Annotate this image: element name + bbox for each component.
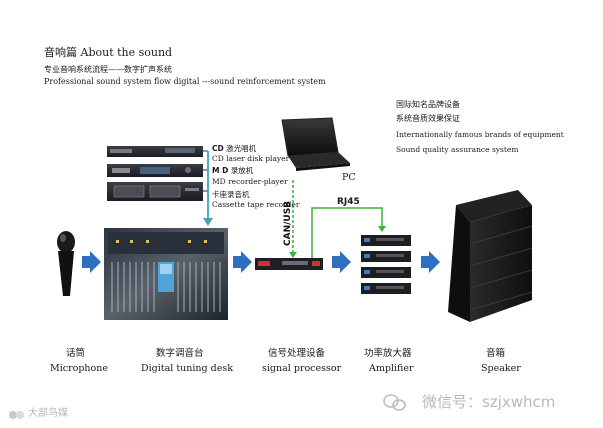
chain-desk-cn: 数字调音台 bbox=[156, 348, 204, 359]
arrow-processor-to-amp bbox=[332, 251, 351, 273]
right-watermark: 微信号：szjxwhcm bbox=[422, 395, 555, 410]
source-cd-en: CD laser disk player bbox=[212, 154, 290, 163]
md-recorder-unit bbox=[107, 164, 203, 177]
arrow-mic-to-desk bbox=[82, 251, 101, 273]
source-cassette-cn: 卡座录音机 bbox=[212, 190, 250, 199]
source-md-cn: 录放机 bbox=[230, 166, 254, 175]
brand-note-cn-2: 系统音质效果保证 bbox=[396, 114, 460, 123]
chain-speaker-en: Speaker bbox=[481, 363, 521, 374]
chain-processor-cn: 信号处理设备 bbox=[268, 348, 326, 359]
arrow-amp-to-speaker bbox=[421, 251, 440, 273]
can-usb-label: CAN/USB bbox=[283, 200, 293, 246]
left-watermark-text: 大部鸟媒 bbox=[28, 408, 68, 419]
chain-speaker-cn: 音箱 bbox=[486, 348, 506, 359]
cassette-deck-unit bbox=[107, 182, 203, 201]
amplifier-stack bbox=[361, 235, 411, 294]
microphone-icon bbox=[57, 231, 75, 296]
can-usb-arrowhead bbox=[289, 252, 297, 258]
source-md-row: M D 录放机 bbox=[212, 167, 253, 175]
brand-note-en-2: Sound quality assurance system bbox=[396, 145, 519, 154]
arrow-desk-to-processor bbox=[233, 251, 252, 273]
source-cassette-en: Cassette tape recorder bbox=[212, 200, 300, 209]
subtitle-en: Professional sound system flow digital -… bbox=[44, 77, 326, 86]
chain-amplifier-en: Amplifier bbox=[369, 363, 414, 374]
source-md-en: MD recorder-player bbox=[212, 177, 288, 186]
rj45-arrowhead bbox=[378, 226, 386, 232]
signal-processor-unit bbox=[255, 258, 323, 270]
rj45-label: RJ45 bbox=[337, 197, 360, 207]
chain-amplifier-cn: 功率放大器 bbox=[364, 348, 412, 359]
desk-input-arrowhead bbox=[203, 218, 213, 226]
laptop-pc-icon bbox=[281, 117, 350, 171]
source-cd-row: CD 激光唱机 bbox=[212, 145, 256, 153]
digital-mixing-desk bbox=[104, 228, 228, 320]
chain-desk-en: Digital tuning desk bbox=[141, 363, 233, 374]
watermark-label: 微信号： bbox=[422, 393, 483, 411]
line-array-speaker bbox=[448, 190, 533, 322]
brand-note-cn-1: 国际知名品牌设备 bbox=[396, 100, 460, 109]
chain-microphone-cn: 话筒 bbox=[66, 348, 86, 359]
left-watermark-logo-icon bbox=[9, 411, 24, 419]
source-cd-prefix: CD bbox=[212, 144, 224, 153]
chain-microphone-en: Microphone bbox=[50, 363, 109, 374]
chain-arrows bbox=[82, 251, 440, 273]
rj45-link bbox=[311, 207, 383, 258]
brand-note-en-1: Internationally famous brands of equipme… bbox=[396, 130, 564, 139]
page-title: 音响篇 About the sound bbox=[44, 46, 173, 59]
source-signal-lines bbox=[203, 150, 209, 218]
subtitle-cn: 专业音响系统流程——数字扩声系统 bbox=[44, 65, 172, 74]
wechat-icon bbox=[383, 394, 406, 411]
pc-label: PC bbox=[342, 172, 356, 183]
watermark-id: szjxwhcm bbox=[482, 393, 556, 411]
source-md-prefix: M D bbox=[212, 166, 229, 175]
source-cd-cn: 激光唱机 bbox=[226, 144, 257, 153]
chain-processor-en: signal processor bbox=[262, 363, 342, 374]
cd-player-unit bbox=[107, 146, 203, 157]
